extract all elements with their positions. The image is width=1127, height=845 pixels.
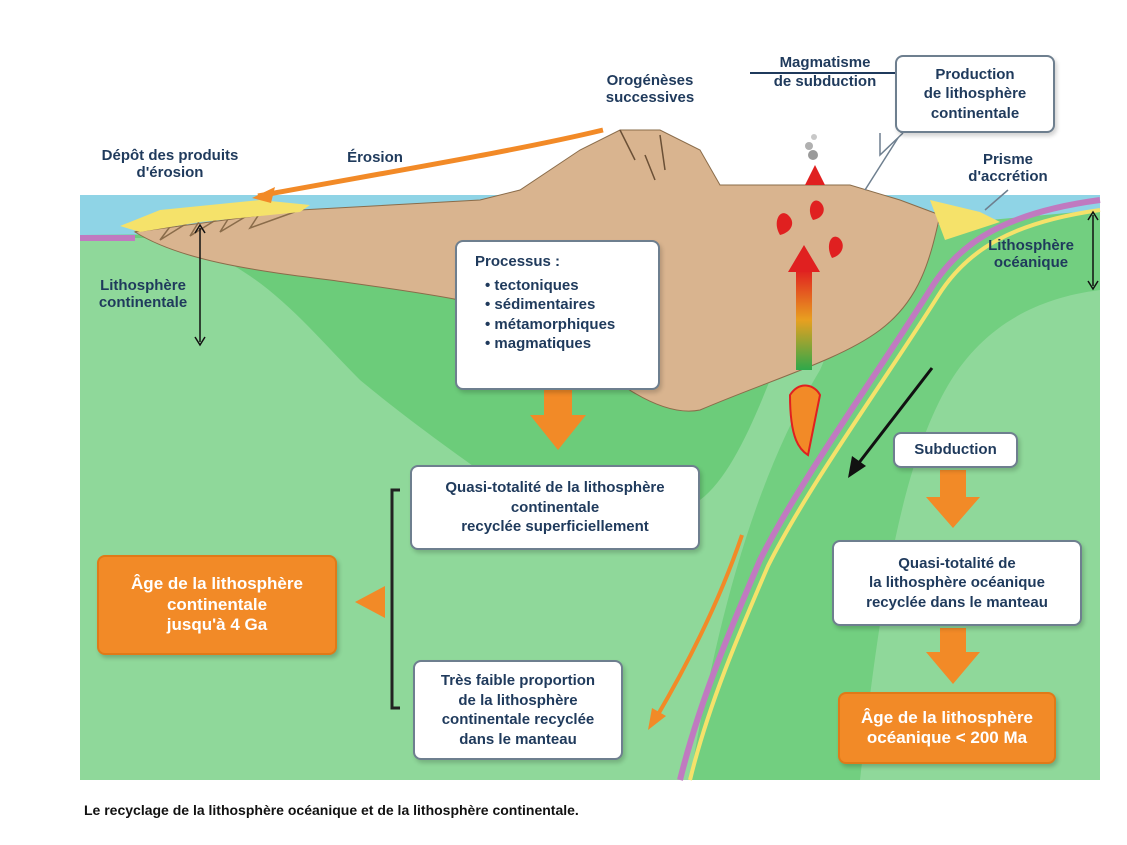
box-production-line3: continentale	[930, 104, 1020, 122]
box-age-cont-line2: continentale	[166, 594, 268, 614]
box-faible-line4: dans le manteau	[459, 730, 577, 748]
box-quasi-cont-line2: continentale	[510, 498, 600, 516]
slab-upper-edge	[677, 197, 1101, 781]
label-litho-continentale: Lithosphère continentale	[88, 277, 198, 312]
melting-zone	[788, 384, 822, 457]
continental-recycle-arrow	[654, 534, 744, 720]
label-depot: Dépôt des produits d'érosion	[85, 147, 255, 182]
box-quasi-oce-line3: recyclée dans le manteau	[866, 593, 1048, 611]
label-prisme-line1: Prisme	[982, 151, 1034, 168]
label-orogeneses-line1: Orogénèses	[606, 72, 694, 89]
box-age-cont-line1: Âge de la lithosphère	[131, 574, 303, 594]
arrow-subduction-down	[926, 470, 980, 528]
box-processus-title: Processus :	[475, 253, 561, 270]
magma-rise-arrow-head	[788, 245, 820, 272]
box-age-oceanique: Âge de la lithosphère océanique < 200 Ma	[838, 692, 1056, 764]
box-age-continentale: Âge de la lithosphère continentale jusqu…	[97, 555, 337, 655]
magma-drop	[828, 236, 843, 258]
label-litho-oce-line1: Lithosphère	[988, 237, 1074, 254]
box-age-cont-line3: jusqu'à 4 Ga	[166, 615, 268, 635]
box-age-oce-line1: Âge de la lithosphère	[861, 707, 1033, 727]
label-magmatisme-line2: de subduction	[750, 71, 900, 91]
label-litho-cont-line1: Lithosphère	[100, 277, 186, 294]
processus-item: magmatiques	[485, 334, 658, 354]
box-subduction: Subduction	[893, 432, 1018, 468]
continental-thickness-heads	[194, 223, 206, 347]
label-depot-line2: d'érosion	[136, 163, 204, 181]
grouping-bracket	[390, 488, 400, 710]
volcano-smoke-2	[805, 142, 813, 150]
magma-drop	[776, 213, 793, 235]
box-quasi-oceanique: Quasi-totalité de la lithosphère océaniq…	[832, 540, 1082, 626]
box-age-oce-line2: océanique < 200 Ma	[866, 728, 1028, 747]
label-prisme: Prisme d'accrétion	[958, 151, 1058, 186]
slab-sediment-layer	[688, 208, 1101, 781]
volcano	[805, 165, 825, 185]
box-faible-line3: continentale recyclée	[441, 711, 595, 728]
volcano-smoke-3	[811, 134, 817, 140]
label-litho-cont-line2: continentale	[98, 293, 188, 311]
box-processus: Processus : tectoniques sédimentaires mé…	[455, 240, 660, 390]
label-depot-line1: Dépôt des produits	[101, 147, 239, 164]
prisme-pointer	[984, 189, 1009, 211]
box-tres-faible: Très faible proportion de la lithosphère…	[413, 660, 623, 760]
processus-item: tectoniques	[485, 276, 658, 296]
mountain-folds	[619, 129, 666, 181]
magma-rise-arrow	[796, 270, 812, 370]
figure-caption: Le recyclage de la lithosphère océanique…	[84, 802, 579, 818]
arrow-oceanic-down	[926, 628, 980, 684]
magma-drop	[809, 200, 824, 220]
subduction-direction-head	[848, 456, 866, 478]
label-erosion: Érosion	[347, 149, 403, 166]
box-quasi-cont-line1: Quasi-totalité de la lithosphère	[445, 479, 665, 497]
production-callout-tail	[879, 132, 904, 157]
box-quasi-continentale: Quasi-totalité de la lithosphère contine…	[410, 465, 700, 550]
label-litho-oce-line2: océanique	[993, 253, 1069, 271]
label-litho-oceanique: Lithosphère océanique	[976, 237, 1086, 272]
erosion-arrow	[257, 127, 604, 199]
box-quasi-oce-line2: la lithosphère océanique	[869, 574, 1045, 592]
processus-item: métamorphiques	[485, 315, 658, 335]
processus-item: sédimentaires	[485, 295, 658, 315]
box-quasi-cont-line3: recyclée superficiellement	[461, 518, 649, 536]
label-magmatisme-line1: Magmatisme	[779, 54, 871, 71]
box-faible-line2: de la lithosphère	[458, 691, 578, 709]
label-orogeneses-line2: successives	[605, 88, 695, 106]
processus-list: tectoniques sédimentaires métamorphiques…	[457, 276, 658, 354]
box-subduction-label: Subduction	[914, 441, 997, 459]
volcano-smoke	[808, 150, 818, 160]
label-orogeneses: Orogénèses successives	[580, 72, 720, 107]
thrust-wedges	[134, 204, 301, 241]
continental-recycle-arrow-head	[648, 708, 666, 730]
accretion-prism	[930, 200, 1000, 240]
erosion-arrow-head	[252, 187, 275, 203]
oceanic-thickness-heads	[1087, 210, 1099, 291]
erosion-deposit	[120, 200, 310, 232]
arrow-to-age-continental	[355, 586, 385, 618]
oceanic-lithosphere	[690, 210, 1100, 780]
label-magmatisme: Magmatisme de subduction	[750, 54, 900, 91]
box-production-line1: Production	[935, 65, 1015, 83]
label-prisme-line2: d'accrétion	[968, 167, 1048, 185]
box-production-line2: de lithosphère	[923, 85, 1027, 103]
box-faible-line1: Très faible proportion	[440, 672, 596, 689]
arrow-processus-down	[530, 390, 586, 450]
box-quasi-oce-line1: Quasi-totalité de	[898, 554, 1016, 572]
subduction-direction-arrow	[856, 367, 934, 465]
box-production: Production de lithosphère continentale	[895, 55, 1055, 133]
